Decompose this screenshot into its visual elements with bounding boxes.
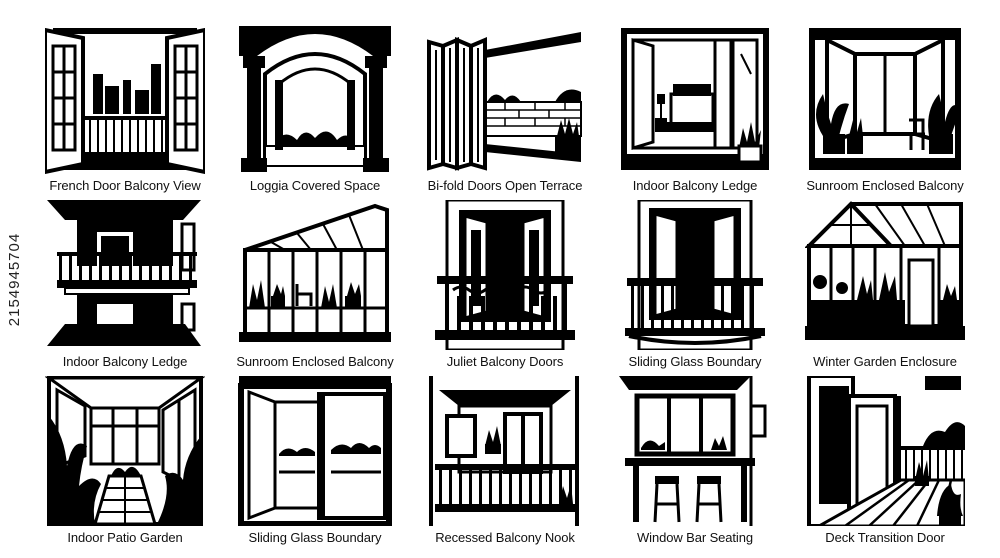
- tile-bar-stools[interactable]: Window Bar Seating: [600, 374, 790, 550]
- tile-caption: Sliding Glass Boundary: [248, 530, 382, 545]
- tile-bifold[interactable]: Bi-fold Doors Open Terrace: [410, 22, 600, 198]
- bifold-doors-icon: [427, 32, 582, 171]
- tile-caption: Indoor Patio Garden: [67, 530, 183, 545]
- bar-stools-icon: [619, 376, 767, 526]
- tile-greenhouse[interactable]: Winter Garden Enclosure: [790, 198, 980, 374]
- tile-caption: Sunroom Enclosed Balcony: [806, 178, 964, 193]
- juliet-balcony-icon: [435, 200, 575, 350]
- icon-grid: French Door Balcony View Loggia Covered …: [30, 22, 980, 550]
- tile-caption: Sliding Glass Boundary: [628, 354, 762, 369]
- patio-garden-icon: [45, 376, 205, 526]
- tile-caption: Recessed Balcony Nook: [435, 530, 575, 545]
- glass-sunroom-icon: [239, 203, 391, 342]
- tile-patio-garden[interactable]: Indoor Patio Garden: [30, 374, 220, 550]
- tile-caption: Window Bar Seating: [637, 530, 753, 545]
- tile-sunroom-plants[interactable]: Sunroom Enclosed Balcony: [790, 22, 980, 198]
- building-balcony-icon: [47, 200, 201, 346]
- deck-door-icon: [807, 376, 965, 526]
- tile-caption: Indoor Balcony Ledge: [62, 354, 188, 369]
- sliding-glass-icon: [238, 376, 392, 526]
- tile-caption: Deck Transition Door: [825, 530, 945, 545]
- tile-sliding-glass[interactable]: Sliding Glass Boundary: [220, 374, 410, 550]
- stock-id-text: 2154945704: [6, 232, 24, 326]
- tile-caption: French Door Balcony View: [49, 178, 201, 193]
- tile-building-balcony[interactable]: Indoor Balcony Ledge: [30, 198, 220, 374]
- bedroom-doors-icon: [621, 28, 769, 170]
- tile-caption: Indoor Balcony Ledge: [632, 178, 758, 193]
- railing-doors-icon: [625, 200, 765, 350]
- tile-juliet-balcony[interactable]: Juliet Balcony Doors: [410, 198, 600, 374]
- tile-caption: Sunroom Enclosed Balcony: [236, 354, 394, 369]
- tile-loggia[interactable]: Loggia Covered Space: [220, 22, 410, 198]
- french-door-icon: [45, 27, 205, 174]
- sunroom-plants-icon: [809, 28, 961, 170]
- tile-caption: Loggia Covered Space: [249, 178, 381, 193]
- recessed-nook-icon: [429, 376, 579, 526]
- tile-deck-door[interactable]: Deck Transition Door: [790, 374, 980, 550]
- tile-railing-doors[interactable]: Sliding Glass Boundary: [600, 198, 790, 374]
- stock-id-watermark: 2154945704: [4, 0, 26, 558]
- tile-glass-sunroom[interactable]: Sunroom Enclosed Balcony: [220, 198, 410, 374]
- tile-french-door[interactable]: French Door Balcony View: [30, 22, 220, 198]
- tile-bedroom-doors[interactable]: Indoor Balcony Ledge: [600, 22, 790, 198]
- loggia-arch-icon: [239, 26, 391, 172]
- tile-recessed-nook[interactable]: Recessed Balcony Nook: [410, 374, 600, 550]
- tile-caption: Juliet Balcony Doors: [446, 354, 564, 369]
- greenhouse-icon: [805, 201, 965, 340]
- tile-caption: Winter Garden Enclosure: [813, 354, 957, 369]
- tile-caption: Bi-fold Doors Open Terrace: [427, 178, 583, 193]
